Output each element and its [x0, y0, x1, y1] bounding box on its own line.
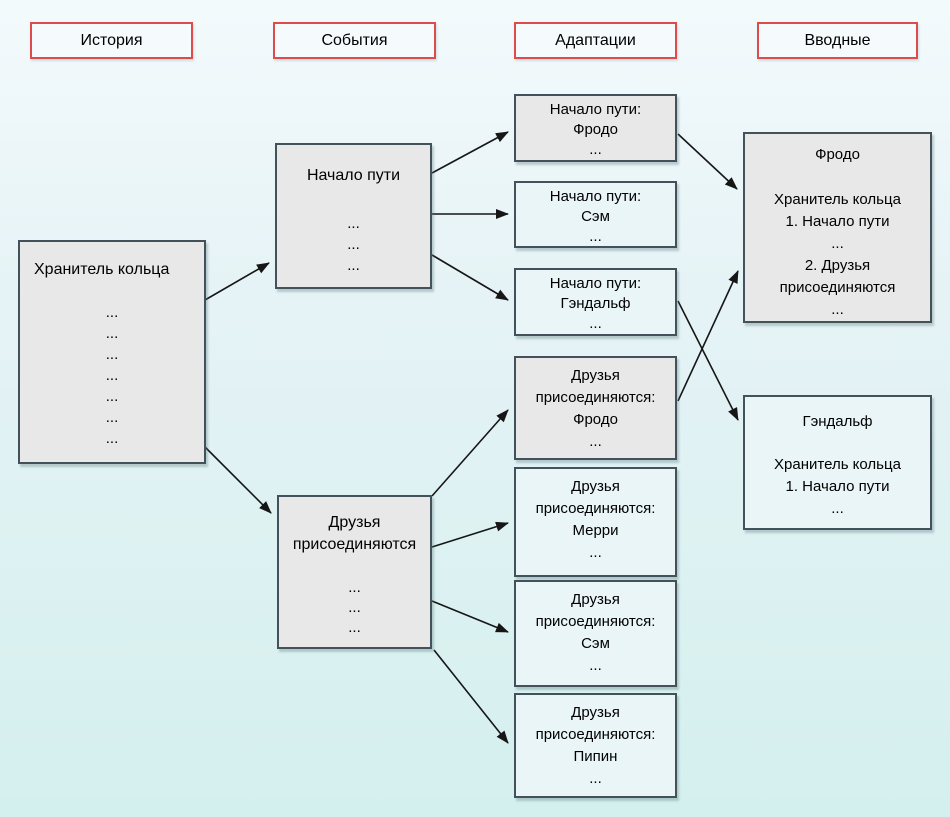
arrow-friends-frodo-to-summary — [677, 270, 739, 402]
column-header-inputs: Вводные — [757, 22, 918, 59]
node-placeholder-lines: ... ... ... ... ... ... ... — [105, 304, 119, 447]
node-ring-keeper: Хранитель кольца ... ... ... ... ... ...… — [18, 240, 206, 464]
node-summary-frodo: Фродо Хранитель кольца 1. Начало пути ..… — [743, 132, 932, 323]
node-friends-join: Друзья присоединяются ... ... ... — [277, 495, 432, 649]
node-title: Хранитель кольца — [34, 261, 170, 278]
arrow-friends-to-pippin — [433, 649, 509, 744]
node-summary-gandalf: Гэндальф Хранитель кольца 1. Начало пути… — [743, 395, 932, 530]
arrow-friends-to-merry — [431, 521, 509, 548]
column-header-history: История — [30, 22, 193, 59]
node-summary-lines: Хранитель кольца 1. Начало пути ... — [774, 456, 901, 517]
node-title: Начало пути — [306, 167, 401, 184]
arrow-journey-to-gandalf — [431, 254, 509, 301]
node-title: Друзья присоединяются — [292, 514, 417, 553]
arrow-journey-frodo-to-summary — [677, 133, 738, 190]
node-friends-join-merry: Друзья присоединяются: Мерри ... — [514, 467, 677, 577]
node-journey-start-frodo: Начало пути: Фродо ... — [514, 94, 677, 162]
node-placeholder-lines: ... ... ... — [348, 579, 361, 636]
node-friends-join-pippin: Друзья присоединяются: Пипин ... — [514, 693, 677, 798]
node-friends-join-frodo: Друзья присоединяются: Фродо ... — [514, 356, 677, 460]
node-title: Фродо — [815, 146, 860, 163]
node-friends-join-sam: Друзья присоединяются: Сэм ... — [514, 580, 677, 687]
column-header-label: События — [321, 31, 388, 49]
node-summary-lines: Хранитель кольца 1. Начало пути ... 2. Д… — [774, 191, 901, 318]
node-placeholder-lines: ... ... ... — [347, 215, 360, 274]
arrow-keeper-to-journey-start — [204, 262, 270, 301]
column-header-label: Вводные — [804, 31, 871, 49]
arrow-friends-to-frodo — [431, 409, 509, 497]
arrow-journey-gandalf-to-summary — [677, 300, 739, 421]
node-journey-start-sam: Начало пути: Сэм ... — [514, 181, 677, 248]
node-journey-start-gandalf: Начало пути: Гэндальф ... — [514, 268, 677, 336]
column-header-adaptations: Адаптации — [514, 22, 677, 59]
arrow-journey-to-frodo — [431, 131, 509, 174]
column-header-label: История — [80, 31, 143, 49]
arrow-friends-to-sam — [431, 600, 509, 633]
node-journey-start: Начало пути ... ... ... — [275, 143, 432, 289]
arrow-keeper-to-friends-join — [204, 446, 272, 514]
node-title: Гэндальф — [802, 413, 873, 430]
column-header-label: Адаптации — [555, 31, 636, 49]
column-header-events: События — [273, 22, 436, 59]
